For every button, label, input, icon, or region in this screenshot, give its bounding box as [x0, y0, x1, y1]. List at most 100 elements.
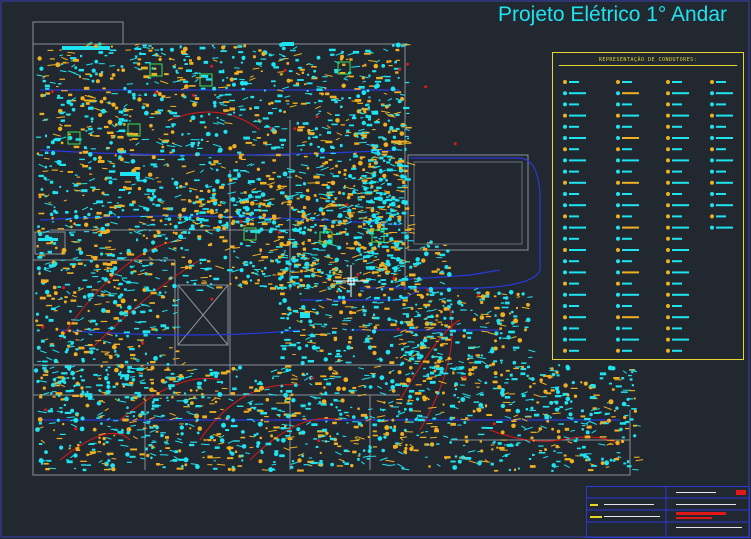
electrical-symbol — [390, 464, 396, 466]
electrical-symbol — [328, 159, 333, 161]
electrical-symbol — [165, 126, 171, 128]
electrical-symbol — [203, 439, 206, 441]
electrical-symbol — [329, 95, 337, 99]
electrical-symbol — [170, 105, 177, 107]
electrical-symbol — [423, 336, 427, 340]
electrical-symbol — [321, 399, 327, 405]
electrical-symbol — [367, 335, 370, 337]
electrical-symbol — [483, 294, 490, 298]
electrical-symbol — [251, 144, 256, 146]
electrical-symbol — [285, 368, 289, 372]
electrical-symbol — [629, 369, 635, 371]
legend-divider — [559, 65, 737, 66]
electrical-symbol — [408, 407, 413, 412]
electrical-symbol — [585, 458, 588, 462]
electrical-symbol — [320, 166, 329, 171]
electrical-symbol — [314, 102, 317, 104]
electrical-symbol — [368, 181, 372, 185]
electrical-symbol — [256, 382, 263, 385]
electrical-symbol — [496, 446, 499, 449]
electrical-symbol — [557, 435, 561, 440]
electrical-symbol — [89, 393, 93, 395]
electrical-symbol — [260, 449, 263, 453]
electrical-symbol — [184, 182, 188, 186]
electrical-symbol — [114, 367, 119, 373]
electrical-symbol — [553, 450, 556, 452]
electrical-symbol — [344, 216, 352, 220]
electrical-symbol — [105, 246, 111, 248]
electrical-symbol — [392, 428, 397, 433]
electrical-symbol — [351, 328, 355, 331]
electrical-symbol — [119, 252, 123, 255]
electrical-symbol — [404, 351, 411, 354]
electrical-symbol — [361, 76, 365, 80]
electrical-symbol — [238, 153, 244, 156]
electrical-symbol — [633, 434, 637, 438]
electrical-symbol — [39, 394, 43, 397]
electrical-symbol — [222, 225, 227, 230]
electrical-symbol — [45, 92, 51, 95]
electrical-symbol — [281, 272, 284, 276]
electrical-symbol — [212, 59, 218, 62]
electrical-symbol — [390, 272, 396, 274]
electrical-symbol — [400, 260, 410, 265]
legend-bullet — [563, 158, 567, 163]
electrical-symbol — [371, 345, 377, 348]
electrical-symbol — [209, 167, 214, 171]
electrical-symbol — [296, 427, 301, 432]
red-marker — [396, 327, 400, 331]
electrical-symbol — [358, 86, 365, 89]
electrical-symbol — [305, 407, 311, 410]
electrical-symbol — [151, 445, 155, 449]
electrical-symbol — [260, 418, 264, 422]
electrical-symbol — [111, 271, 115, 275]
electrical-symbol — [85, 403, 90, 408]
electrical-symbol — [468, 372, 472, 376]
electrical-symbol — [340, 54, 345, 59]
electrical-symbol — [153, 398, 159, 401]
electrical-symbol — [197, 235, 202, 238]
electrical-symbol — [310, 263, 314, 267]
electrical-symbol — [49, 212, 54, 217]
electrical-symbol — [108, 180, 113, 185]
electrical-symbol — [335, 406, 338, 409]
electrical-symbol — [313, 152, 318, 155]
electrical-symbol — [88, 99, 96, 102]
electrical-symbol — [407, 421, 414, 423]
electrical-symbol — [107, 147, 110, 149]
electrical-symbol — [135, 175, 141, 181]
legend-bullet — [563, 270, 567, 275]
electrical-symbol — [280, 292, 285, 296]
electrical-symbol — [477, 433, 485, 436]
electrical-symbol — [317, 397, 321, 399]
electrical-symbol — [342, 219, 348, 223]
electrical-symbol — [389, 361, 395, 364]
electrical-symbol — [204, 75, 209, 78]
electrical-symbol — [111, 123, 116, 128]
electrical-symbol — [83, 217, 89, 220]
electrical-symbol — [106, 176, 112, 180]
electrical-symbol — [132, 418, 138, 422]
electrical-symbol — [107, 119, 113, 125]
electrical-symbol — [49, 344, 55, 347]
electrical-symbol — [327, 288, 332, 290]
electrical-symbol — [277, 94, 283, 98]
electrical-symbol — [401, 211, 407, 215]
electrical-symbol — [297, 221, 304, 224]
electrical-symbol — [462, 393, 471, 397]
electrical-symbol — [400, 265, 405, 267]
electrical-symbol — [70, 341, 74, 345]
legend-conductor-line — [672, 114, 689, 117]
electrical-symbol — [46, 356, 53, 361]
electrical-symbol — [344, 228, 347, 231]
electrical-symbol — [362, 135, 367, 139]
electrical-symbol — [395, 283, 402, 288]
electrical-symbol — [199, 262, 202, 265]
electrical-symbol — [33, 368, 39, 373]
electrical-symbol — [346, 129, 350, 133]
electrical-symbol — [265, 442, 272, 446]
electrical-symbol — [205, 184, 209, 188]
electrical-symbol — [352, 154, 359, 157]
electrical-symbol — [123, 161, 130, 164]
